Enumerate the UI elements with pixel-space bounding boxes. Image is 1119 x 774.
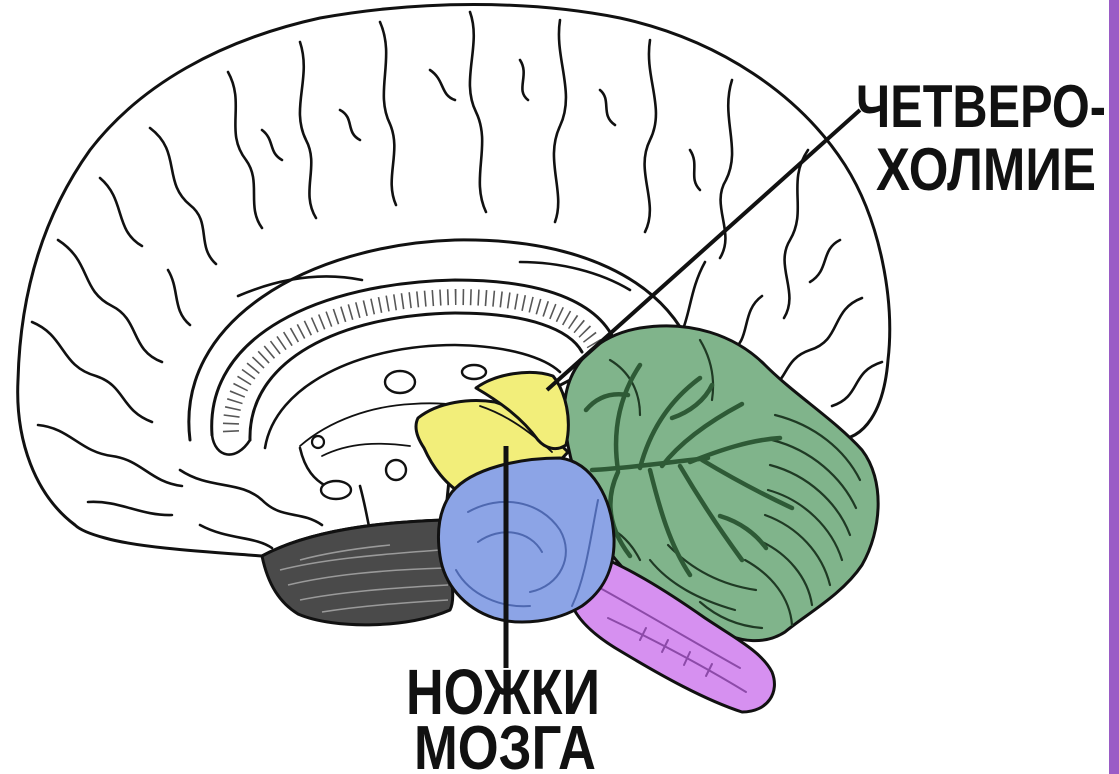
mass-intermedia [385,371,415,393]
anterior-commissure [312,436,324,448]
pons [439,458,615,622]
optic-chiasm [321,481,351,499]
pineal-body [462,365,486,379]
frame-edge [1109,0,1119,774]
mammillary-body [386,460,406,480]
label-quadrigemina-line1: ЧЕТВЕРО- [856,73,1106,140]
label-quadrigemina-line2: ХОЛМИЕ [876,136,1096,203]
label-peduncles-line2: МОЗГА [414,714,596,774]
